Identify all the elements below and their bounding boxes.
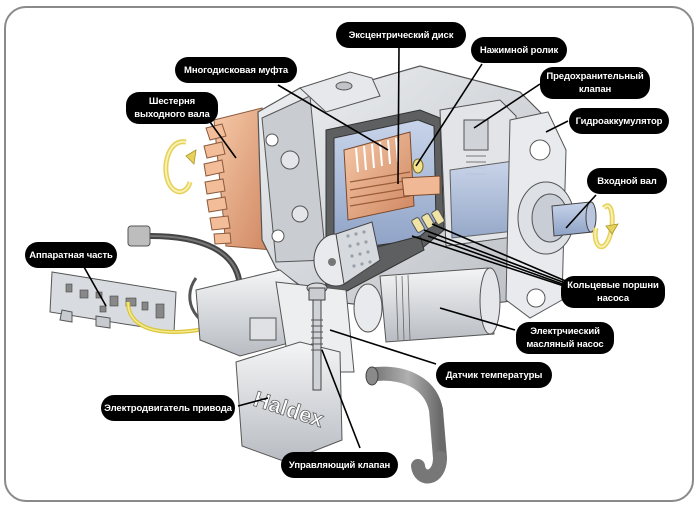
cutaway-section — [325, 109, 445, 263]
callout-text: Аппаратная часть — [29, 249, 113, 261]
valve-block — [439, 99, 525, 247]
electric-oil-pump — [353, 267, 501, 343]
callout-annular-pistons: Кольцевые поршни насоса — [561, 276, 665, 308]
pressure-roller — [412, 158, 424, 174]
callout-text: выходного вала — [134, 109, 210, 120]
callout-text: Электрчиеский — [530, 326, 600, 337]
oil-filter — [313, 221, 425, 301]
callout-actuator-motor: Электродвигатель привода — [101, 395, 235, 421]
breather-hose — [365, 366, 447, 484]
cable — [127, 225, 243, 332]
callout-text: Датчик температуры — [445, 369, 543, 381]
callout-accumulator: Гидроаккумулятор — [569, 108, 669, 134]
callout-text: Входной вал — [597, 175, 657, 187]
multiplate-clutch — [343, 131, 441, 221]
leader-actuator-motor — [237, 397, 269, 407]
leader-control-unit — [83, 266, 107, 307]
leader-annular-piston-4 — [411, 235, 571, 289]
leader-pressure-roller — [415, 63, 483, 167]
leader-eccentric-disc — [397, 47, 400, 185]
callout-text: Электродвигатель привода — [104, 402, 232, 414]
callout-pressure-roller: Нажимной ролик — [471, 37, 567, 63]
callout-control-valve: Управляющий клапан — [281, 452, 398, 478]
rotation-arrow-right-icon — [592, 203, 619, 250]
rotation-arrow-left-icon — [163, 139, 197, 195]
callout-input-shaft: Входной вал — [587, 168, 667, 194]
leader-multiplate-clutch — [277, 84, 389, 151]
callout-text: Эксцентрический диск — [348, 29, 454, 41]
callout-text: Нажимной ролик — [479, 44, 559, 56]
callout-control-unit: Аппаратная часть — [25, 242, 117, 268]
callout-relief-valve: Предохранительный клапан — [540, 67, 650, 99]
callout-text: Шестерня — [148, 96, 196, 107]
callout-text: Предохранительный — [546, 71, 644, 82]
callout-text: Управляющий клапан — [288, 459, 391, 471]
leader-control-valve — [321, 349, 361, 449]
leader-relief-valve — [473, 83, 541, 129]
leader-annular-piston-1 — [431, 223, 569, 283]
leader-annular-piston-3 — [427, 235, 569, 287]
callout-electric-oil-pump: Электрчиеский масляный насос — [516, 322, 614, 354]
annular-pistons — [411, 209, 445, 233]
leader-input-shaft — [565, 194, 597, 229]
callout-eccentric-disc: Эксцентрический диск — [336, 22, 466, 48]
callout-output-gear: Шестерня выходного вала — [126, 92, 218, 124]
callout-text: насоса — [596, 293, 630, 304]
callout-text: Кольцевые поршни — [567, 280, 659, 291]
callout-temperature-sensor: Датчик температуры — [436, 362, 552, 388]
leader-temperature-sensor — [329, 329, 437, 365]
leader-accumulator — [545, 120, 569, 133]
callout-multiplate-clutch: Многодисковая муфта — [175, 57, 297, 83]
callout-text: Гидроаккумулятор — [575, 115, 663, 127]
callout-text: масляный насос — [526, 339, 604, 350]
callout-text: клапан — [578, 84, 612, 95]
leader-annular-piston-2 — [423, 229, 569, 285]
control-unit-pcb — [49, 271, 177, 333]
leader-output-gear — [209, 121, 237, 159]
output-gear — [203, 107, 273, 251]
callout-text: Многодисковая муфта — [184, 64, 289, 76]
control-valve — [306, 282, 328, 391]
leader-lines — [83, 47, 597, 449]
leader-electric-oil-pump — [439, 307, 516, 331]
